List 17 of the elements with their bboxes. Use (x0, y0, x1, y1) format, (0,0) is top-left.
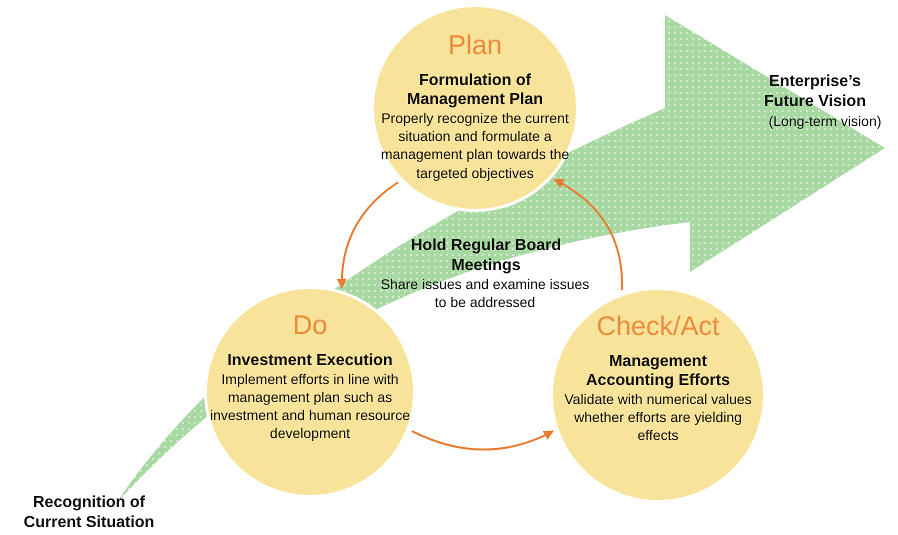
annotation-text: Share issues and examine issues to be addressed (380, 276, 590, 311)
annotation-text: (Long-term vision) (768, 113, 882, 130)
annotation-text: Enterprise’s Future Vision (763, 72, 867, 112)
phase-description: Implement efforts in line with management plan such as investment and human resource development (210, 370, 410, 443)
phase-description: Properly recognize the current situation and formulate a management plan towards the targeted objectives (380, 109, 570, 182)
phase-description: Validate with numerical values whether efforts are yielding effects (563, 390, 753, 445)
cycle-arrow (554, 178, 623, 290)
phase-title: Check/Act (596, 312, 720, 342)
annotation-text: Hold Regular Board Meetings (410, 236, 562, 276)
cycle-arrow (411, 430, 554, 451)
phase-heading: Investment Execution (226, 350, 394, 370)
annotation-text: Recognition of Current Situation (22, 493, 156, 533)
phase-heading: Management Accounting Efforts (585, 352, 731, 390)
cycle-arrow (336, 182, 399, 289)
phase-heading: Formulation of Management Plan (406, 70, 544, 110)
phase-title: Do (292, 311, 328, 341)
phase-title: Plan (448, 31, 502, 61)
